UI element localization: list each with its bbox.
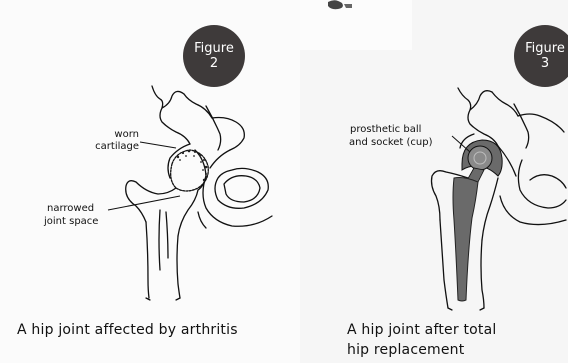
logo-mark	[328, 0, 352, 9]
figure-2-badge: Figure 2	[183, 25, 245, 87]
prosthetic-ball-label: prosthetic ball	[350, 124, 421, 136]
narrowed-label: narrowed	[47, 203, 94, 215]
figure-2-word: Figure	[194, 41, 234, 56]
worn-label: worn	[85, 129, 139, 141]
caption-replacement-line1: A hip joint after total	[347, 320, 496, 340]
caption-replacement-line2: hip replacement	[347, 340, 464, 360]
replaced-hip-drawing	[432, 88, 567, 310]
socket-cup-label: and socket (cup)	[349, 137, 433, 149]
caption-arthritis: A hip joint affected by arthritis	[17, 320, 238, 340]
figure-2-number: 2	[210, 56, 218, 71]
figure-3-word: Figure	[525, 41, 565, 56]
arthritic-hip-drawing	[126, 86, 272, 300]
cartilage-label: cartilage	[85, 141, 139, 153]
prosthesis	[453, 140, 502, 301]
figure-3-badge: Figure 3	[514, 25, 568, 87]
joint-space-label: joint space	[44, 216, 98, 228]
leader-line-right	[452, 136, 470, 152]
worn-cartilage-texture	[177, 150, 208, 182]
figure-3-number: 3	[541, 56, 549, 71]
